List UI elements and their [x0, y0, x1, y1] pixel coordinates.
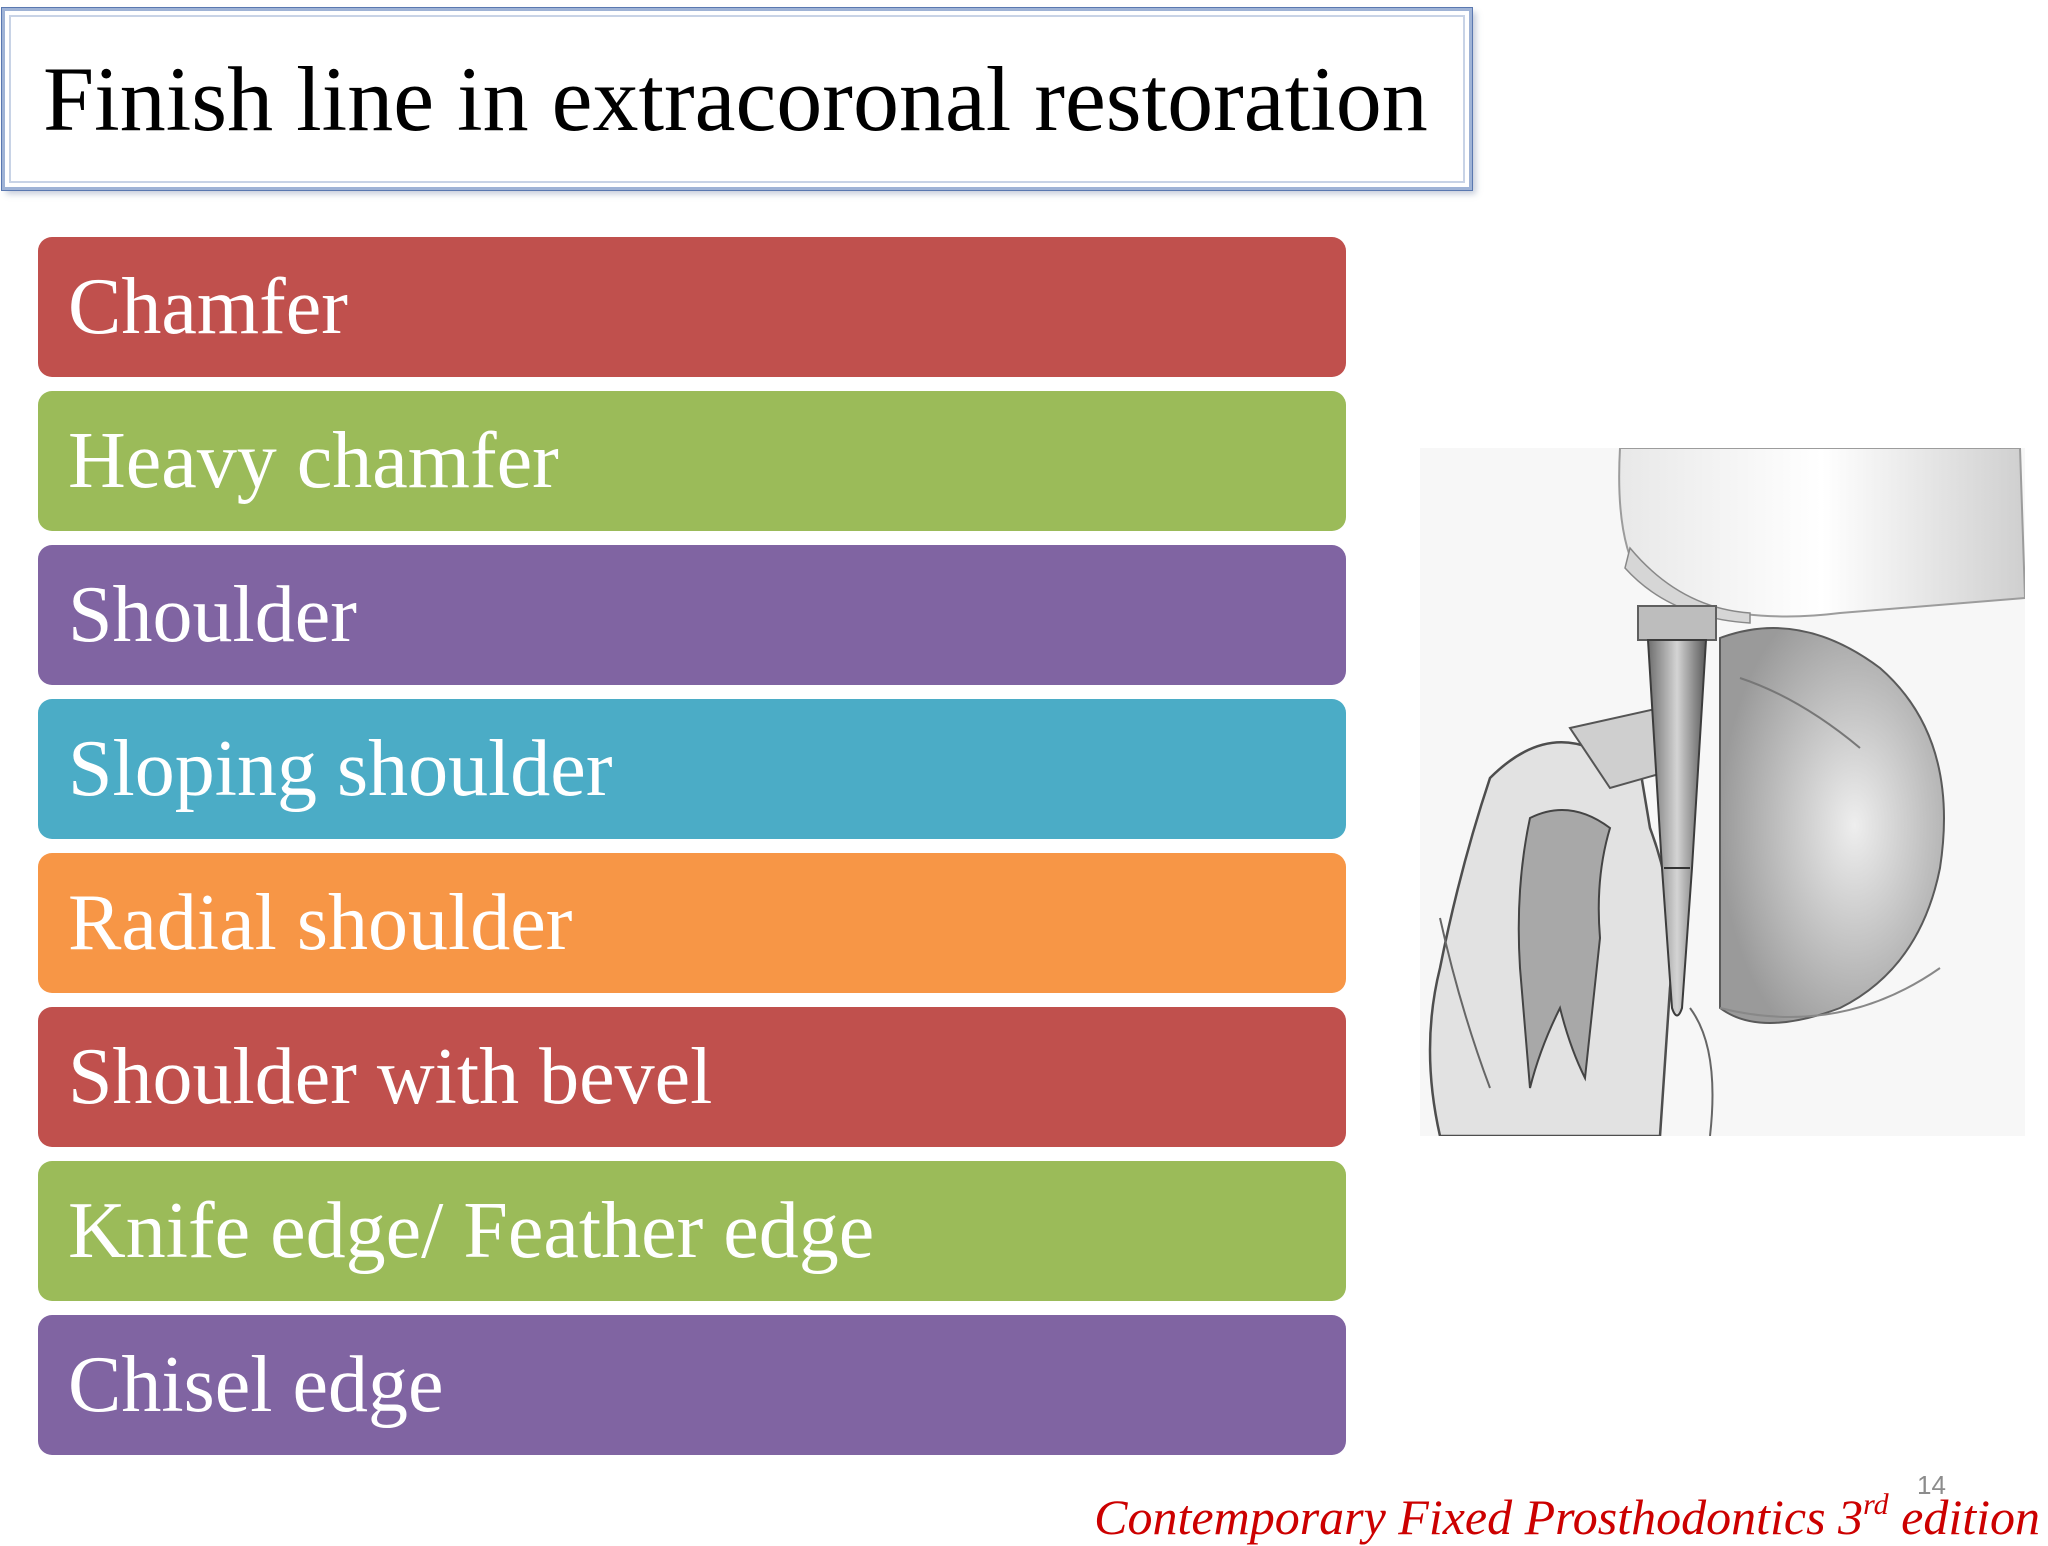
list-item-label: Shoulder with bevel [68, 1033, 713, 1121]
list-item-shoulder-with-bevel: Shoulder with bevel [38, 1007, 1346, 1147]
list-item-label: Heavy chamfer [68, 417, 559, 505]
citation-text-end: edition [1888, 1489, 2040, 1545]
list-item-chisel-edge: Chisel edge [38, 1315, 1346, 1455]
list-item-label: Shoulder [68, 571, 357, 659]
list-item-shoulder: Shoulder [38, 545, 1346, 685]
slide-title: Finish line in extracoronal restoration [43, 48, 1428, 150]
list-item-label: Chisel edge [68, 1341, 444, 1429]
finish-line-list: Chamfer Heavy chamfer Shoulder Sloping s… [38, 237, 1346, 1469]
list-item-radial-shoulder: Radial shoulder [38, 853, 1346, 993]
list-item-chamfer: Chamfer [38, 237, 1346, 377]
list-item-label: Sloping shoulder [68, 725, 613, 813]
citation: Contemporary Fixed Prosthodontics 3rd ed… [1094, 1488, 2040, 1546]
citation-text: Contemporary Fixed Prosthodontics 3 [1094, 1489, 1864, 1545]
citation-superscript: rd [1863, 1488, 1889, 1521]
tooth-preparation-drawing-icon [1420, 447, 2027, 1138]
list-item-label: Knife edge/ Feather edge [68, 1187, 875, 1275]
list-item-knife-edge: Knife edge/ Feather edge [38, 1161, 1346, 1301]
list-item-heavy-chamfer: Heavy chamfer [38, 391, 1346, 531]
list-item-sloping-shoulder: Sloping shoulder [38, 699, 1346, 839]
page-number: 14 [1917, 1470, 1946, 1500]
list-item-label: Chamfer [68, 263, 348, 351]
tooth-preparation-drawing [1420, 447, 2027, 1138]
title-box: Finish line in extracoronal restoration [1, 7, 1473, 191]
list-item-label: Radial shoulder [68, 879, 573, 967]
